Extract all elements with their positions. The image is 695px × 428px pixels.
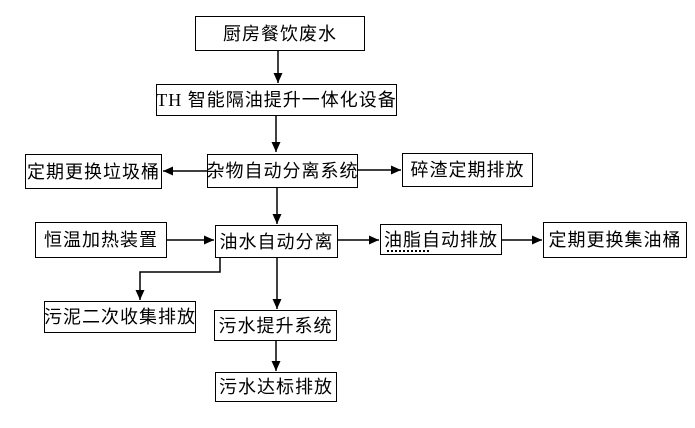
node-sewage-lift-system: 污水提升系统 bbox=[214, 310, 337, 341]
node-oil-water-separation: 油水自动分离 bbox=[215, 225, 338, 258]
node-kitchen-wastewater: 厨房餐饮废水 bbox=[195, 16, 365, 51]
node-residue-discharge: 碎渣定期排放 bbox=[402, 153, 533, 187]
node-label: 油脂自动排放 bbox=[384, 229, 498, 250]
node-replace-oil-barrel: 定期更换集油桶 bbox=[543, 222, 687, 258]
node-grease-auto-discharge: 油脂自动排放 bbox=[380, 224, 502, 255]
node-label: 恒温加热装置 bbox=[44, 230, 158, 250]
node-heating-device: 恒温加热装置 bbox=[35, 222, 167, 258]
node-replace-trash-bin: 定期更换垃圾桶 bbox=[25, 154, 162, 189]
node-sewage-standard-discharge: 污水达标排放 bbox=[215, 372, 337, 402]
node-label: 污水提升系统 bbox=[218, 315, 333, 336]
node-debris-auto-separation: 杂物自动分离系统 bbox=[207, 154, 358, 188]
node-label: 污水达标排放 bbox=[219, 377, 333, 397]
node-label: TH 智能隔油提升一体化设备 bbox=[156, 90, 397, 110]
node-sludge-collection: 污泥二次收集排放 bbox=[44, 301, 196, 333]
node-th-integrated-device: TH 智能隔油提升一体化设备 bbox=[156, 84, 397, 116]
node-label: 定期更换垃圾桶 bbox=[27, 161, 160, 182]
node-label: 定期更换集油桶 bbox=[548, 230, 682, 250]
node-label: 油水自动分离 bbox=[219, 231, 334, 252]
edge-oilwater-to-sludge bbox=[135, 258, 221, 300]
spellcheck-dotted-underline bbox=[387, 250, 429, 252]
node-label: 厨房餐饮废水 bbox=[223, 23, 337, 44]
node-label: 杂物自动分离系统 bbox=[206, 161, 359, 181]
node-label: 碎渣定期排放 bbox=[410, 160, 525, 180]
node-label: 污泥二次收集排放 bbox=[44, 307, 196, 327]
